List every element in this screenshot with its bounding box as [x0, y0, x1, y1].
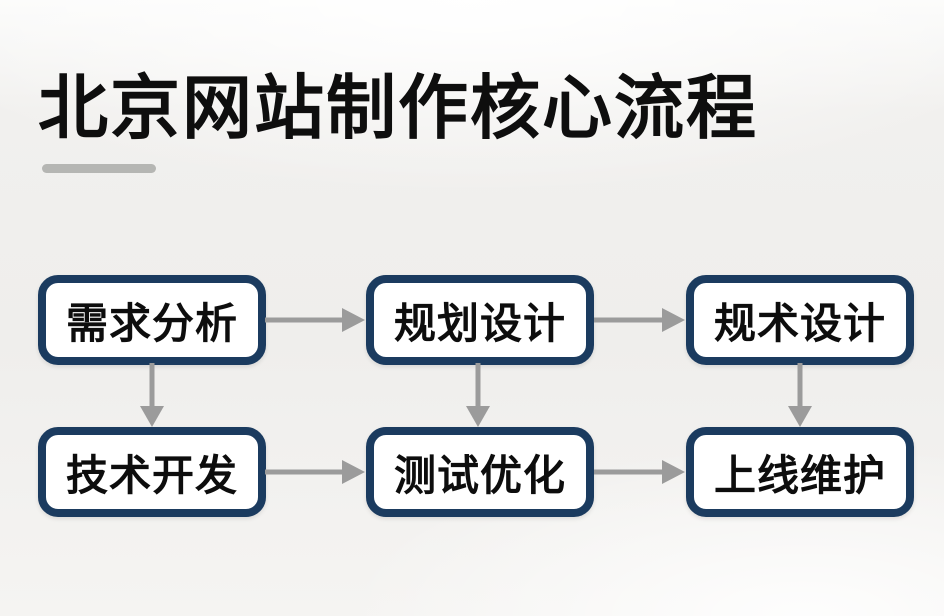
flow-node-label: 规划设计: [393, 299, 566, 347]
flow-node-tech-design: 规术设计: [686, 275, 914, 365]
arrow-right-icon-planning-to-tech-design: [594, 308, 685, 332]
page-title: 北京网站制作核心流程: [38, 69, 758, 147]
title-underline: [42, 164, 156, 173]
flow-node-requirements: 需求分析: [38, 275, 266, 365]
flow-node-label: 上线维护: [713, 451, 886, 499]
arrow-right-icon-requirements-to-planning: [265, 308, 365, 332]
arrow-down-icon-requirements-to-development: [140, 363, 164, 427]
flow-node-label: 测试优化: [393, 451, 566, 499]
arrow-right-icon-testing-to-maintenance: [594, 460, 685, 484]
flow-node-label: 技术开发: [65, 451, 238, 499]
flow-node-testing: 测试优化: [366, 427, 594, 517]
flow-node-planning: 规划设计: [366, 275, 594, 365]
arrow-right-icon-development-to-testing: [265, 460, 365, 484]
flow-node-label: 需求分析: [65, 299, 238, 347]
arrow-down-icon-tech-design-to-maintenance: [788, 363, 812, 427]
flow-node-development: 技术开发: [38, 427, 266, 517]
flow-node-label: 规术设计: [713, 299, 886, 347]
flow-node-maintenance: 上线维护: [686, 427, 914, 517]
arrow-down-icon-planning-to-testing: [466, 363, 490, 427]
